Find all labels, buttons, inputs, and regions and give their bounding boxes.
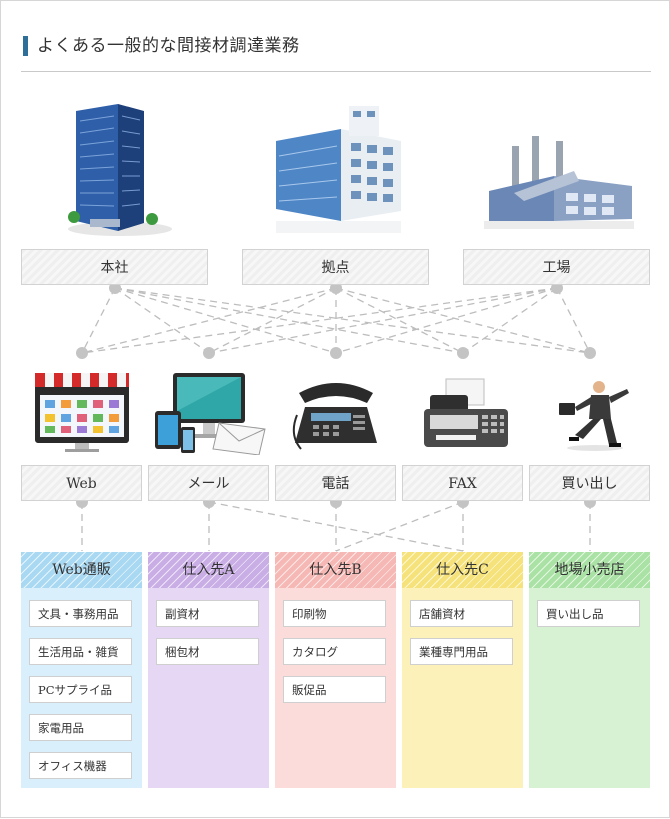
channel-box-email: メール — [148, 465, 269, 501]
supplier-item: 梱包材 — [156, 638, 259, 665]
office-building-icon — [276, 106, 401, 233]
title-divider — [21, 71, 651, 72]
supplier-items: 店舗資材 業種専門用品 — [402, 588, 523, 665]
supplier-item: 業種専門用品 — [410, 638, 513, 665]
channel-box-web: Web — [21, 465, 142, 501]
supplier-item: 販促品 — [283, 676, 386, 703]
supplier-item: 買い出し品 — [537, 600, 640, 627]
location-box-honsha: 本社 — [21, 249, 208, 285]
supplier-items: 文具・事務用品 生活用品・雑貨 PCサプライ品 家電用品 オフィス機器 — [21, 588, 142, 779]
location-label: 拠点 — [321, 260, 350, 276]
channel-label: 電話 — [321, 476, 350, 492]
supplier-item: 印刷物 — [283, 600, 386, 627]
email-devices-icon — [155, 373, 266, 455]
channel-label: Web — [66, 476, 97, 492]
running-businessman-icon — [559, 381, 629, 451]
channel-box-fax: FAX — [402, 465, 523, 501]
page-title-text: よくある一般的な間接材調達業務 — [37, 36, 300, 56]
location-label: 本社 — [100, 260, 129, 276]
location-label: 工場 — [542, 260, 571, 276]
location-box-kojo: 工場 — [463, 249, 650, 285]
title-accent-bar — [23, 36, 28, 56]
supplier-item: PCサプライ品 — [29, 676, 132, 703]
channel-label: メール — [187, 476, 230, 492]
location-box-kyoten: 拠点 — [242, 249, 429, 285]
office-tower-icon — [68, 104, 172, 236]
supplier-column-c: 仕入先C 店舗資材 業種専門用品 — [402, 552, 523, 788]
channel-box-phone: 電話 — [275, 465, 396, 501]
supplier-items: 買い出し品 — [529, 588, 650, 627]
page-title: よくある一般的な間接材調達業務 — [23, 34, 300, 58]
supplier-item: 文具・事務用品 — [29, 600, 132, 627]
supplier-header: 仕入先A — [148, 552, 269, 588]
supplier-item: 店舗資材 — [410, 600, 513, 627]
supplier-header: 仕入先B — [275, 552, 396, 588]
supplier-item: 家電用品 — [29, 714, 132, 741]
supplier-column-b: 仕入先B 印刷物 カタログ 販促品 — [275, 552, 396, 788]
supplier-item: 生活用品・雑貨 — [29, 638, 132, 665]
supplier-items: 印刷物 カタログ 販促品 — [275, 588, 396, 703]
supplier-items: 副資材 梱包材 — [148, 588, 269, 665]
supplier-item: 副資材 — [156, 600, 259, 627]
channel-label: FAX — [448, 476, 477, 492]
supplier-column-jiba-kouriten: 地場小売店 買い出し品 — [529, 552, 650, 788]
online-shop-icon — [35, 373, 129, 452]
supplier-column-web-tsuhan: Web通販 文具・事務用品 生活用品・雑貨 PCサプライ品 家電用品 オフィス機… — [21, 552, 142, 788]
supplier-header: 仕入先C — [402, 552, 523, 588]
channel-box-kaidashi: 買い出し — [529, 465, 650, 501]
supplier-header: Web通販 — [21, 552, 142, 588]
factory-icon — [484, 136, 634, 229]
channel-label: 買い出し — [561, 476, 618, 492]
supplier-item: カタログ — [283, 638, 386, 665]
supplier-header: 地場小売店 — [529, 552, 650, 588]
telephone-icon — [292, 383, 377, 450]
supplier-item: オフィス機器 — [29, 752, 132, 779]
fax-machine-icon — [424, 378, 508, 447]
supplier-column-a: 仕入先A 副資材 梱包材 — [148, 552, 269, 788]
